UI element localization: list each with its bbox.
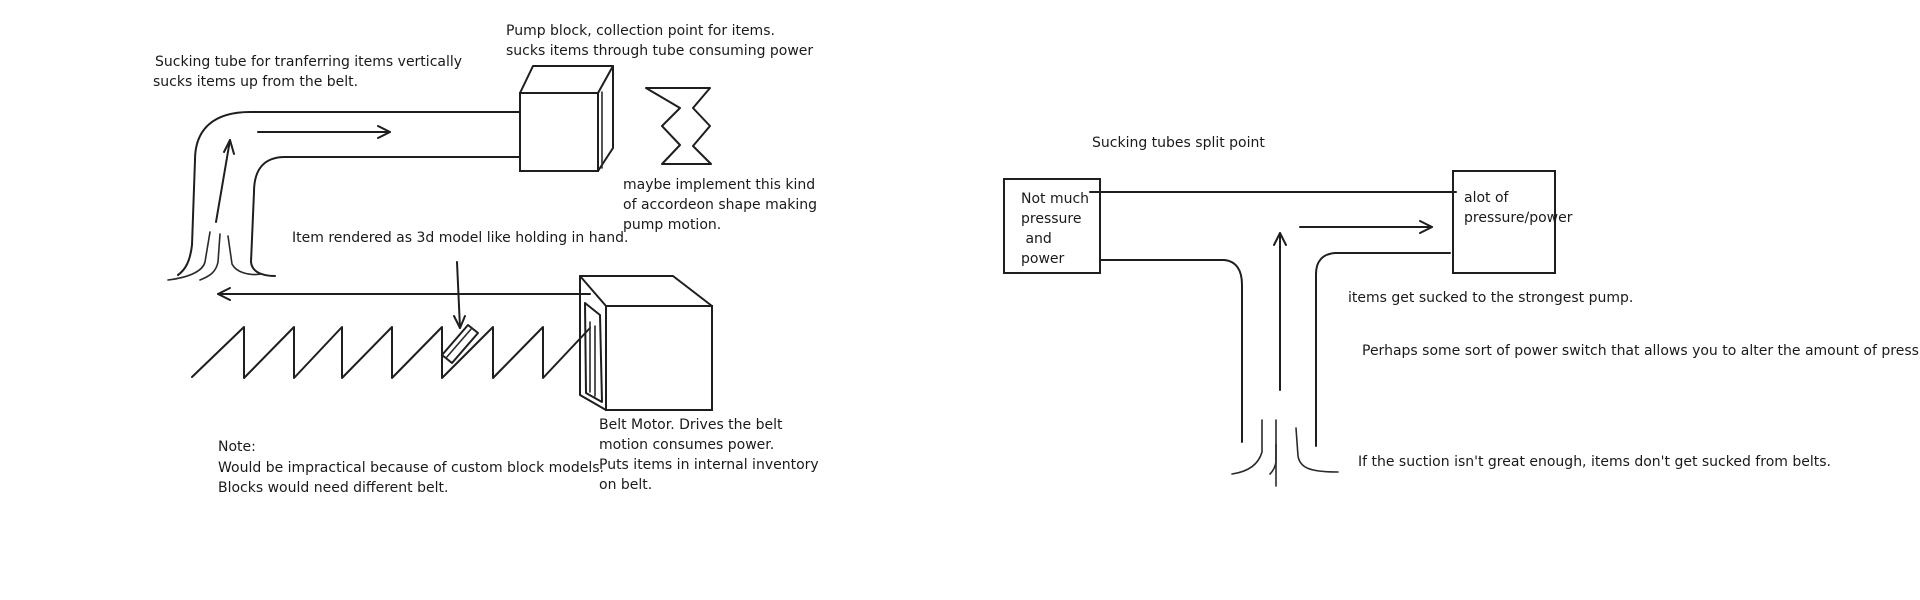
left-box-line2: pressure bbox=[1021, 211, 1082, 227]
belt-motor-note-line2: motion consumes power. bbox=[599, 437, 775, 453]
split-tubes bbox=[1089, 191, 1457, 487]
note-heading: Note: bbox=[218, 439, 256, 455]
accordeon-shape bbox=[645, 87, 712, 165]
strongest-pump-note: items get sucked to the strongest pump. bbox=[1348, 290, 1634, 306]
left-pump-box bbox=[1003, 178, 1101, 274]
accordeon-note-line3: pump motion. bbox=[623, 217, 722, 233]
sucking-tube-note-line1: Sucking tube for tranferring items verti… bbox=[155, 54, 463, 70]
belt-direction-arrow bbox=[217, 287, 591, 301]
suction-note: If the suction isn't great enough, items… bbox=[1358, 454, 1831, 470]
belt-motor-note-line3: Puts items in internal inventory bbox=[599, 457, 819, 473]
note-line2: Blocks would need different belt. bbox=[218, 480, 449, 496]
item-rendered-note: Item rendered as 3d model like holding i… bbox=[292, 230, 629, 246]
right-box-line2: pressure/power bbox=[1464, 210, 1573, 226]
right-box-line1: alot of bbox=[1464, 190, 1509, 206]
split-arrow-right bbox=[1299, 220, 1433, 234]
accordeon-note-line1: maybe implement this kind bbox=[623, 177, 816, 193]
sucking-tube bbox=[167, 111, 521, 281]
sucking-tube-note-line2: sucks items up from the belt. bbox=[153, 74, 359, 90]
belt-sawtooth bbox=[191, 326, 591, 379]
pump-block-note-line2: sucks items through tube consuming power bbox=[506, 43, 814, 59]
note-line1: Would be impractical because of custom b… bbox=[218, 460, 604, 476]
right-pump-box bbox=[1452, 170, 1556, 274]
left-box-line1: Not much bbox=[1021, 191, 1090, 207]
split-point-label: Sucking tubes split point bbox=[1092, 135, 1265, 151]
power-switch-note: Perhaps some sort of power switch that a… bbox=[1362, 343, 1920, 359]
belt-motor-note-line4: on belt. bbox=[599, 477, 653, 493]
left-box-line4: power bbox=[1021, 251, 1065, 267]
belt-item bbox=[441, 324, 479, 364]
belt-motor-block bbox=[579, 275, 713, 411]
left-box-line3: and bbox=[1021, 231, 1052, 247]
pump-block-note-line1: Pump block, collection point for items. bbox=[506, 23, 775, 39]
belt-motor-note-line1: Belt Motor. Drives the belt bbox=[599, 417, 783, 433]
pump-block bbox=[519, 65, 614, 172]
tube-flow-arrow bbox=[257, 125, 391, 139]
accordeon-note-line2: of accordeon shape making bbox=[623, 197, 818, 213]
suction-arrow-up bbox=[215, 139, 235, 223]
split-arrow-up bbox=[1273, 232, 1287, 391]
